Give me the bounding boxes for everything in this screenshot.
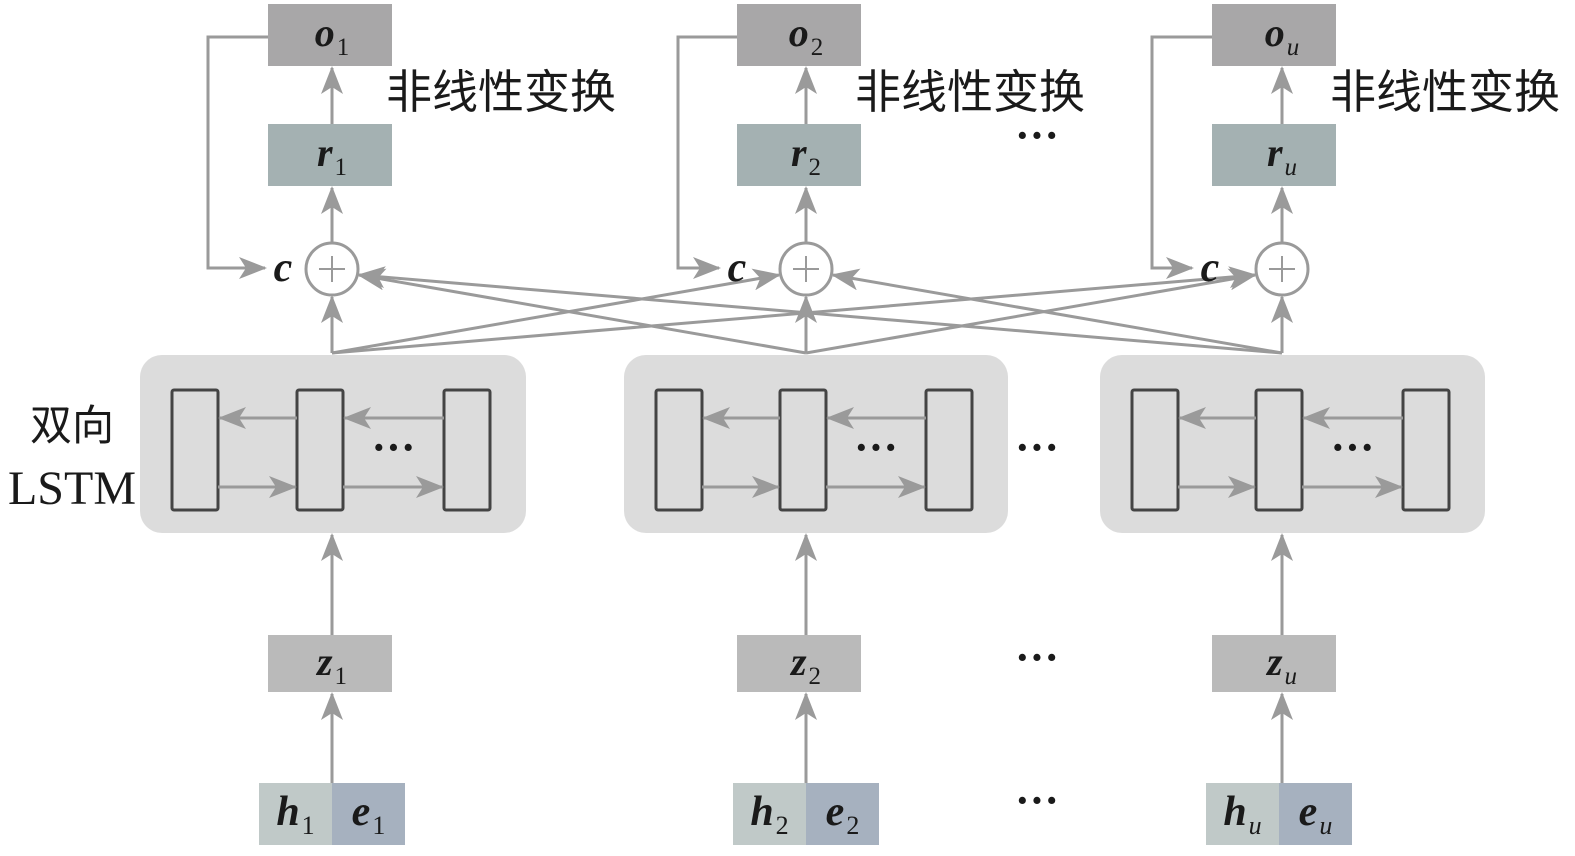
r-label-u: ru xyxy=(1267,130,1297,181)
feedback-arrow-u xyxy=(1150,35,1212,279)
cross-link-1-to-2 xyxy=(331,268,781,355)
z-box-2 xyxy=(737,635,861,692)
r-label-2-var: r xyxy=(791,130,807,175)
r-box-u xyxy=(1212,124,1336,186)
lstm-cell-2-1 xyxy=(654,388,704,512)
r-label-u-subscript: u xyxy=(1285,154,1298,181)
e-label-2-subscript: 2 xyxy=(846,811,859,840)
output-box-1 xyxy=(268,4,392,66)
output-box-2 xyxy=(737,4,861,66)
context-label-u: c xyxy=(1201,245,1220,291)
h-label-2: h2 xyxy=(750,789,788,840)
e-label-1-subscript: 1 xyxy=(372,811,385,840)
r-box-1 xyxy=(268,124,392,186)
context-label-2: c xyxy=(728,245,747,291)
cross-link-u-to-1 xyxy=(357,266,1283,355)
cross-link-2-to-u xyxy=(805,268,1257,355)
e-label-u-var: e xyxy=(1299,789,1318,835)
h-label-1-subscript: 1 xyxy=(302,811,315,840)
h-label-2-var: h xyxy=(750,789,773,835)
z-label-2: z2 xyxy=(789,639,821,690)
h-label-2-subscript: 2 xyxy=(776,811,789,840)
h-label-1-var: h xyxy=(276,789,299,835)
e-label-u-subscript: u xyxy=(1319,811,1332,840)
z-box-u xyxy=(1212,635,1336,692)
attention-cross-links xyxy=(331,266,1283,355)
lstm-inner-ellipsis-1: ··· xyxy=(371,423,415,472)
output-label-1-var: o xyxy=(315,10,335,55)
ellipsis-top: ··· xyxy=(1015,111,1059,160)
e-box-u xyxy=(1279,783,1352,845)
lstm-cell-1-1 xyxy=(170,388,220,512)
r-label-1-subscript: 1 xyxy=(335,154,348,181)
z-label-u-var: z xyxy=(1265,639,1283,684)
output-label-2: o2 xyxy=(789,10,824,61)
ellipsis-z: ··· xyxy=(1015,633,1059,682)
e-box-1 xyxy=(332,783,405,845)
lstm-cell-u-3 xyxy=(1401,388,1451,512)
lstm-cell-u-1 xyxy=(1130,388,1180,512)
context-label-1: c xyxy=(274,245,293,291)
lstm-cell-2-3 xyxy=(924,388,974,512)
r-label-2: r2 xyxy=(791,130,821,181)
h-box-u xyxy=(1206,783,1279,845)
output-label-2-var: o xyxy=(789,10,809,55)
ellipsis-lstm: ··· xyxy=(1015,423,1059,472)
z-label-2-var: z xyxy=(789,639,807,684)
h-label-u-subscript: u xyxy=(1249,811,1262,840)
h-label-u-var: h xyxy=(1223,789,1246,835)
z-box-1 xyxy=(268,635,392,692)
lstm-cell-2-2 xyxy=(778,388,828,512)
h-label-u: hu xyxy=(1223,789,1261,840)
h-box-1 xyxy=(259,783,332,845)
r-label-u-var: r xyxy=(1267,130,1283,175)
nonlinear-transform-label-1: 非线性变换 xyxy=(386,65,616,119)
output-label-1-subscript: 1 xyxy=(337,34,350,61)
nonlinear-transform-label-u: 非线性变换 xyxy=(1330,65,1560,119)
e-box-2 xyxy=(806,783,879,845)
output-label-2-subscript: 2 xyxy=(811,34,824,61)
z-label-1: z1 xyxy=(315,639,347,690)
e-label-u: eu xyxy=(1299,789,1333,840)
lstm-cell-1-2 xyxy=(295,388,345,512)
z-label-u-subscript: u xyxy=(1285,663,1298,690)
r-label-2-subscript: 2 xyxy=(809,154,822,181)
e-label-2: e2 xyxy=(826,789,860,840)
output-label-u-var: o xyxy=(1265,10,1285,55)
lstm-cell-1-3 xyxy=(442,388,492,512)
r-label-1-var: r xyxy=(317,130,333,175)
e-label-1-var: e xyxy=(352,789,371,835)
cross-link-u-to-2 xyxy=(831,268,1283,355)
bilstm-label-line2: LSTM xyxy=(8,462,136,515)
e-label-1: e1 xyxy=(352,789,386,840)
lstm-inner-ellipsis-2: ··· xyxy=(854,423,898,472)
h-box-2 xyxy=(733,783,806,845)
cross-link-2-to-1 xyxy=(357,268,807,355)
output-box-u xyxy=(1212,4,1336,66)
e-label-2-var: e xyxy=(826,789,845,835)
h-label-1: h1 xyxy=(276,789,314,840)
lstm-cell-u-2 xyxy=(1254,388,1304,512)
nonlinear-transform-label-2: 非线性变换 xyxy=(855,65,1085,119)
r-box-2 xyxy=(737,124,861,186)
ellipsis-input: ··· xyxy=(1015,776,1059,825)
feedback-arrow-2 xyxy=(676,35,737,279)
z-label-1-subscript: 1 xyxy=(335,663,348,690)
r-label-1: r1 xyxy=(317,130,347,181)
bilstm-label-line1: 双向 xyxy=(30,401,114,450)
z-label-2-subscript: 2 xyxy=(809,663,822,690)
output-label-1: o1 xyxy=(315,10,350,61)
feedback-arrow-1 xyxy=(206,35,268,279)
output-label-u-subscript: u xyxy=(1287,34,1300,61)
output-label-u: ou xyxy=(1265,10,1300,61)
z-label-1-var: z xyxy=(315,639,333,684)
cross-link-1-to-u xyxy=(331,266,1257,355)
z-label-u: zu xyxy=(1265,639,1297,690)
lstm-inner-ellipsis-u: ··· xyxy=(1330,423,1374,472)
